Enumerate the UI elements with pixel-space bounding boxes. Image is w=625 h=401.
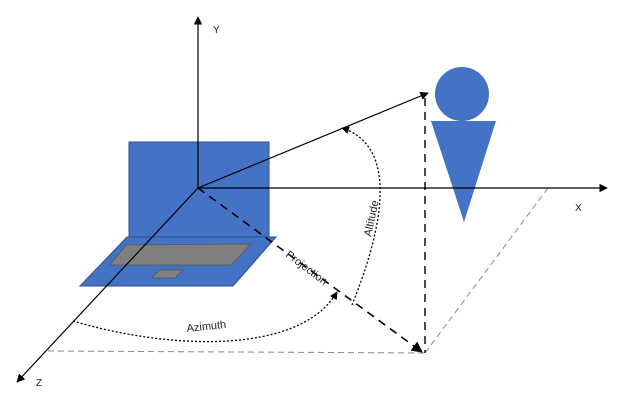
azimuth-label: Azimuth xyxy=(186,319,227,335)
person-icon xyxy=(431,67,496,222)
z-axis xyxy=(16,187,199,383)
y-axis-label: Y xyxy=(213,25,220,36)
projection-line xyxy=(197,187,423,353)
direction-vector xyxy=(197,92,429,189)
laptop-icon xyxy=(78,141,278,287)
x-axis-label: X xyxy=(575,203,582,214)
altitude-label: Altitude xyxy=(362,199,381,237)
projection-label: Projection xyxy=(283,249,329,288)
ground-plane xyxy=(47,187,549,354)
z-axis-label: Z xyxy=(36,378,42,389)
azimuth-arc xyxy=(72,291,338,343)
altitude-arc xyxy=(341,126,381,306)
